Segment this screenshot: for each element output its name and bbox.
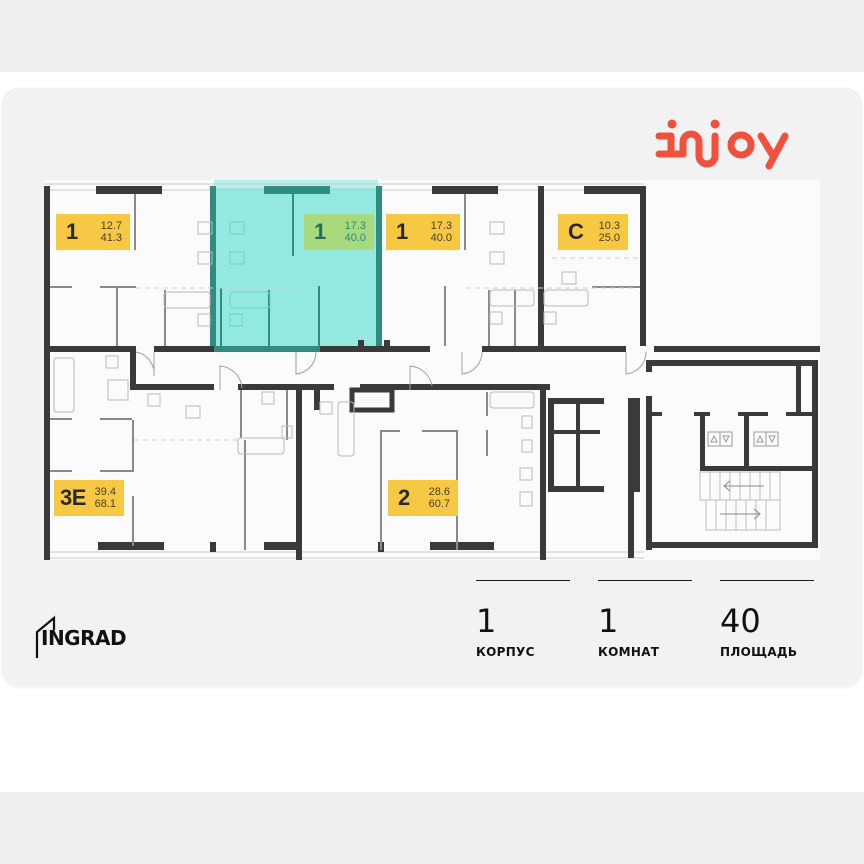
stat-building: 1 КОРПУС	[476, 580, 572, 659]
room-count: 2	[398, 485, 410, 510]
total-area: 40.0	[430, 232, 452, 244]
stat-value: 1	[476, 602, 497, 640]
room-count: 1	[314, 219, 326, 244]
stat-label: КОМНАТ	[598, 645, 660, 659]
divider	[720, 580, 814, 581]
room-count: 3E	[60, 485, 86, 510]
stair-direction-arrows	[720, 480, 764, 520]
living-area: 12.7	[100, 220, 122, 232]
apartment-stats: 1 КОРПУС 1 КОМНАТ 40 ПЛОЩАДЬ	[476, 580, 816, 660]
living-area: 39.4	[94, 486, 116, 498]
injoy-logo	[655, 119, 789, 170]
room-count: 1	[396, 219, 408, 244]
total-area: 25.0	[598, 232, 620, 244]
developer-name: INGRAD	[41, 626, 127, 650]
top-background	[0, 0, 864, 72]
total-area: 68.1	[94, 498, 116, 510]
stat-label: ПЛОЩАДЬ	[720, 645, 798, 659]
stat-rooms: 1 КОМНАТ	[598, 580, 694, 659]
selected-apartment-area	[214, 188, 378, 346]
total-area: 41.3	[100, 232, 122, 244]
stat-value: 1	[598, 602, 619, 640]
elevator-icon	[707, 431, 733, 447]
floor-plan-drawing	[44, 180, 820, 560]
house-outline-icon	[35, 615, 56, 658]
living-area: 10.3	[598, 220, 620, 232]
bottom-background	[0, 792, 864, 864]
stat-value: 40	[720, 602, 761, 640]
divider	[598, 580, 692, 581]
room-count: 1	[66, 219, 78, 244]
elevator-icon	[753, 431, 779, 447]
stat-label: КОРПУС	[476, 645, 535, 659]
living-area: 17.3	[430, 220, 452, 232]
total-area: 60.7	[428, 498, 450, 510]
total-area: 40.0	[344, 232, 366, 244]
room-count: C	[568, 219, 584, 244]
living-area: 28.6	[428, 486, 450, 498]
divider	[476, 580, 570, 581]
ingrad-logo: INGRAD	[34, 612, 134, 660]
living-area: 17.3	[344, 220, 366, 232]
stat-area: 40 ПЛОЩАДЬ	[720, 580, 816, 659]
